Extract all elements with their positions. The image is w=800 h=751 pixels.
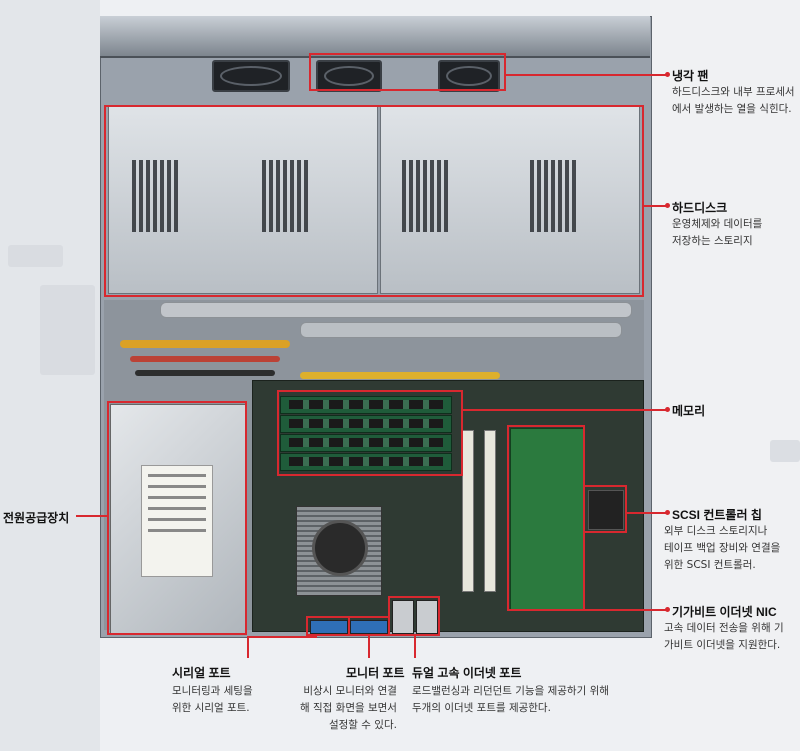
monitor-title: 모니터 포트 — [346, 666, 405, 680]
ethernet-port-connector — [416, 600, 438, 634]
ethernet-leader — [414, 636, 416, 658]
monitor-leader — [368, 636, 370, 658]
fan-leader-dot — [665, 72, 670, 77]
serial-port-connector — [310, 620, 348, 634]
psu-label-plate — [141, 465, 213, 577]
pci-slot — [462, 430, 474, 592]
page-margin-right — [650, 0, 800, 751]
memory-module — [280, 396, 452, 414]
ribbon-cable — [160, 302, 632, 318]
power-cable — [135, 370, 275, 376]
power-cable — [300, 372, 500, 379]
serial-leader — [247, 636, 249, 658]
drive-vent — [530, 160, 578, 232]
scsi-controller-chip — [588, 490, 624, 530]
memory-leader — [463, 409, 668, 411]
memory-leader-dot — [665, 407, 670, 412]
pci-slot — [484, 430, 496, 592]
drive-vent — [262, 160, 310, 232]
psu-leader — [76, 515, 107, 517]
fan-highlight — [309, 53, 506, 91]
drive-vent — [132, 160, 180, 232]
fan-title: 냉각 팬 — [672, 69, 709, 83]
background-shape — [40, 285, 95, 375]
memory-module — [280, 415, 452, 433]
hdd-highlight — [104, 105, 644, 297]
nic-leader — [585, 609, 668, 611]
power-cable — [130, 356, 280, 362]
nic-leader-dot — [665, 607, 670, 612]
memory-module — [280, 434, 452, 452]
power-cable — [120, 340, 290, 348]
background-shape — [8, 245, 63, 267]
ethernet-highlight — [388, 596, 440, 636]
hdd-leader — [644, 205, 668, 207]
scsi-highlight — [583, 485, 627, 533]
psu-highlight — [107, 401, 247, 635]
cpu-fan-icon — [312, 520, 368, 576]
memory-highlight — [277, 390, 463, 476]
nic-title: 기가비트 이더넷 NIC — [672, 605, 777, 619]
serial-title: 시리얼 포트 — [172, 666, 231, 680]
chassis-front-panel — [100, 16, 650, 58]
vga-port-connector — [350, 620, 388, 634]
power-supply-unit — [110, 404, 246, 634]
drive-vent — [402, 160, 450, 232]
cooling-fan-icon — [316, 60, 382, 92]
nic-highlight — [507, 425, 585, 611]
background-shape — [770, 440, 800, 462]
ribbon-cable — [300, 322, 622, 338]
hdd-title: 하드디스크 — [672, 201, 728, 215]
scsi-leader — [627, 512, 668, 514]
serial-leader-h — [247, 636, 317, 638]
fan-leader — [506, 74, 668, 76]
cooling-fan-icon — [212, 60, 290, 92]
serial-highlight — [306, 616, 350, 636]
dual-ethernet-title: 듀얼 고속 이더넷 포트 — [412, 666, 522, 680]
memory-module — [280, 453, 452, 471]
page-margin-left — [0, 0, 100, 751]
ethernet-port-connector — [392, 600, 414, 634]
psu-title: 전원공급장치 — [3, 511, 70, 525]
memory-title: 메모리 — [672, 404, 706, 418]
cooling-fan-icon — [438, 60, 500, 92]
hdd-leader-dot — [665, 203, 670, 208]
scsi-leader-dot — [665, 510, 670, 515]
monitor-highlight — [348, 616, 390, 636]
scsi-title: SCSI 컨트롤러 칩 — [672, 508, 762, 522]
